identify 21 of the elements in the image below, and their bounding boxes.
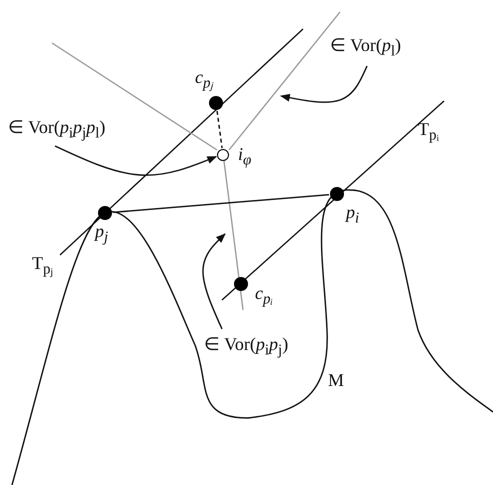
point-marker: [209, 96, 223, 110]
callout-text: ∈ Vor(p$_{l}$): [330, 36, 402, 60]
point-marker: [217, 149, 229, 161]
leader-arrow: [280, 66, 368, 103]
leader-arrow: [54, 145, 218, 176]
point-label: p$_{j}$: [95, 222, 108, 246]
segment: [216, 110, 223, 148]
point-label: c$_{pⱼ}$: [195, 68, 214, 92]
point-label: p$_{i}$: [346, 203, 360, 228]
curve-label: T$_{pᵢ}$: [418, 120, 439, 144]
point-label: c$_{pᵢ}$: [255, 284, 273, 308]
callout-text: ∈ Vor(p$_{i}$p$_{j}$p$_{l}$): [8, 118, 106, 142]
point-marker: [98, 206, 112, 220]
curve-label: M: [328, 371, 344, 391]
point-marker: [330, 187, 344, 201]
curve-label: T$_{pⱼ}$: [32, 254, 54, 278]
callout-text: ∈ Vor(p$_{i}$p$_{j}$): [204, 335, 288, 360]
point-label: i$_{φ}$: [238, 145, 252, 170]
point-marker: [234, 277, 248, 291]
leader-arrow: [202, 233, 226, 330]
segment: [112, 194, 330, 214]
